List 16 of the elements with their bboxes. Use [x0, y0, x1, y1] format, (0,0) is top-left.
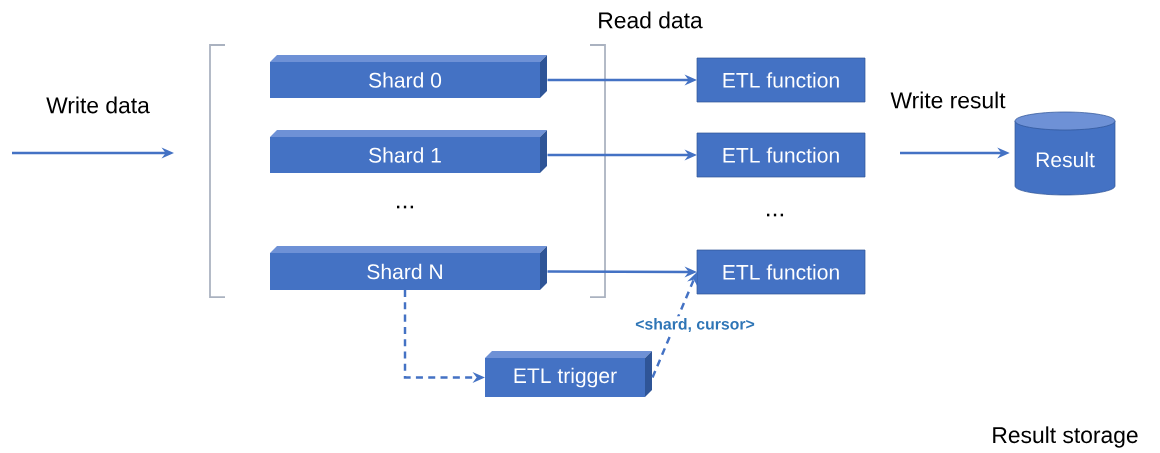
- shard-block: Shard 1: [270, 130, 547, 173]
- function-box: ETL function: [696, 132, 866, 178]
- ellipsis: ...: [767, 213, 784, 217]
- edge-label: <shard, cursor>: [633, 316, 757, 334]
- heading: Read data: [599, 11, 703, 29]
- trigger-block: ETL trigger: [485, 351, 652, 397]
- ellipsis: ...: [397, 205, 414, 209]
- bracket: [209, 44, 606, 298]
- caption: Result storage: [993, 426, 1138, 448]
- function-box: ETL function: [696, 57, 866, 103]
- function-box: ETL function: [696, 249, 866, 295]
- shard-block: Shard N: [270, 246, 547, 290]
- edge-label: Write data: [44, 94, 152, 116]
- edge-label: Write result: [888, 89, 1008, 111]
- database-cylinder: Result: [1014, 111, 1116, 196]
- shard-block: Shard 0: [270, 55, 547, 98]
